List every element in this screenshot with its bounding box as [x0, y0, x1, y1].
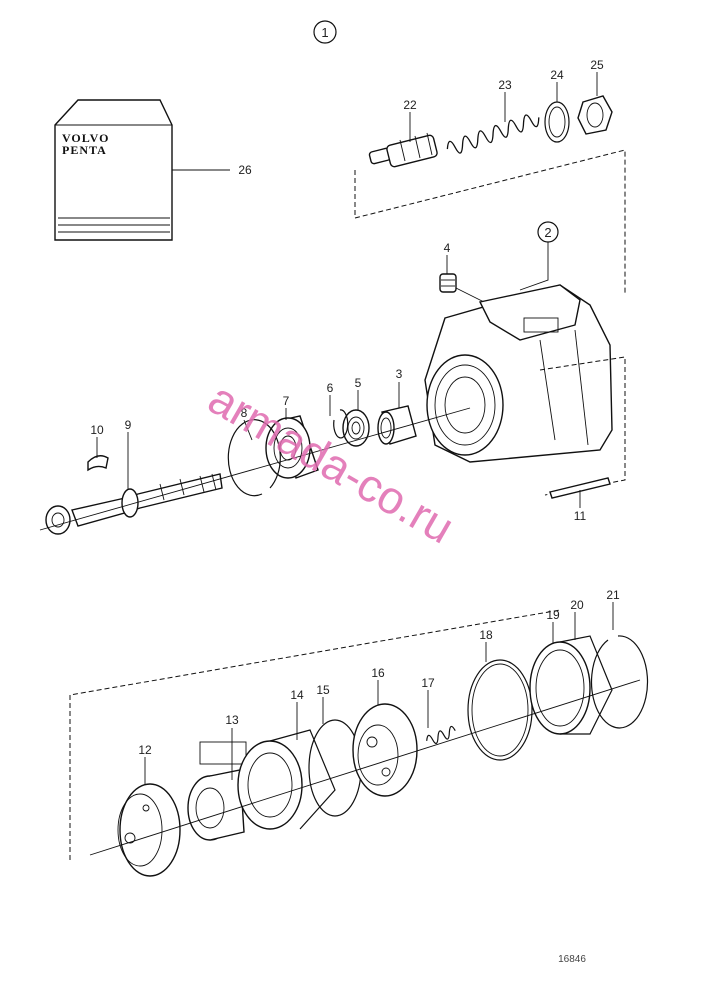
lower-axis: [89, 679, 641, 856]
label-11: 11: [574, 509, 587, 523]
needle-bearing: [377, 405, 417, 445]
valve-spring: [446, 114, 540, 154]
label-16: 16: [371, 666, 385, 680]
label-7: 7: [283, 394, 290, 408]
end-cover: [529, 635, 613, 735]
watermark-text: armada-co.ru: [200, 372, 463, 554]
leader-lines: [96, 72, 614, 785]
logo-penta: PENTA: [62, 143, 107, 157]
label-9: 9: [125, 418, 132, 432]
label-10: 10: [90, 423, 104, 437]
label-20: 20: [570, 598, 584, 612]
label-12: 12: [138, 743, 152, 757]
pressure-plate: [352, 703, 418, 797]
label-19: 19: [546, 608, 560, 622]
drawing-reference: 16846: [558, 954, 586, 965]
lower-bracket-line: [69, 609, 561, 860]
cam-ring: [237, 729, 336, 830]
valve-spool: [368, 132, 438, 168]
label-13: 13: [225, 713, 239, 727]
ball-bearing: [342, 409, 370, 447]
rotor: [187, 741, 247, 841]
large-circlip: [227, 419, 281, 497]
large-o-ring: [467, 659, 533, 761]
woodruff-key: [87, 455, 109, 472]
manual-booklet: VOLVO PENTA: [54, 99, 230, 241]
group-marker-1-label: 1: [321, 25, 328, 40]
group-marker-1: 1: [313, 20, 337, 44]
shaft-axis: [39, 407, 471, 531]
group-marker-2: 2: [519, 221, 559, 291]
label-14: 14: [290, 688, 304, 702]
pump-housing: [424, 284, 613, 463]
label-21: 21: [606, 588, 620, 602]
label-24: 24: [550, 68, 564, 82]
label-17: 17: [421, 676, 435, 690]
part-number-labels: 3 4 5 6 7 8 9 10 11 12 13 14 15 16 17 18…: [90, 58, 620, 757]
logo-volvo: VOLVO: [62, 131, 109, 145]
label-23: 23: [498, 78, 512, 92]
valve-bracket-line: [354, 149, 626, 295]
label-22: 22: [403, 98, 417, 112]
label-8: 8: [241, 406, 248, 420]
plug-nut: [577, 95, 613, 135]
pressure-plate-o-ring: [308, 719, 362, 817]
end-plate: [117, 783, 181, 877]
end-snap-ring: [590, 635, 649, 729]
label-3: 3: [396, 367, 403, 381]
shaft-spline-end: [45, 505, 71, 535]
label-25: 25: [590, 58, 604, 72]
label-4: 4: [444, 241, 451, 255]
label-15: 15: [316, 683, 330, 697]
label-6: 6: [327, 381, 334, 395]
label-5: 5: [355, 376, 362, 390]
set-screw: [439, 273, 491, 306]
group-marker-2-label: 2: [544, 225, 551, 240]
small-circlip: [333, 409, 349, 439]
label-26: 26: [238, 163, 252, 177]
dowel-pin: [549, 477, 611, 508]
relief-spring: [426, 725, 456, 745]
label-18: 18: [479, 628, 493, 642]
